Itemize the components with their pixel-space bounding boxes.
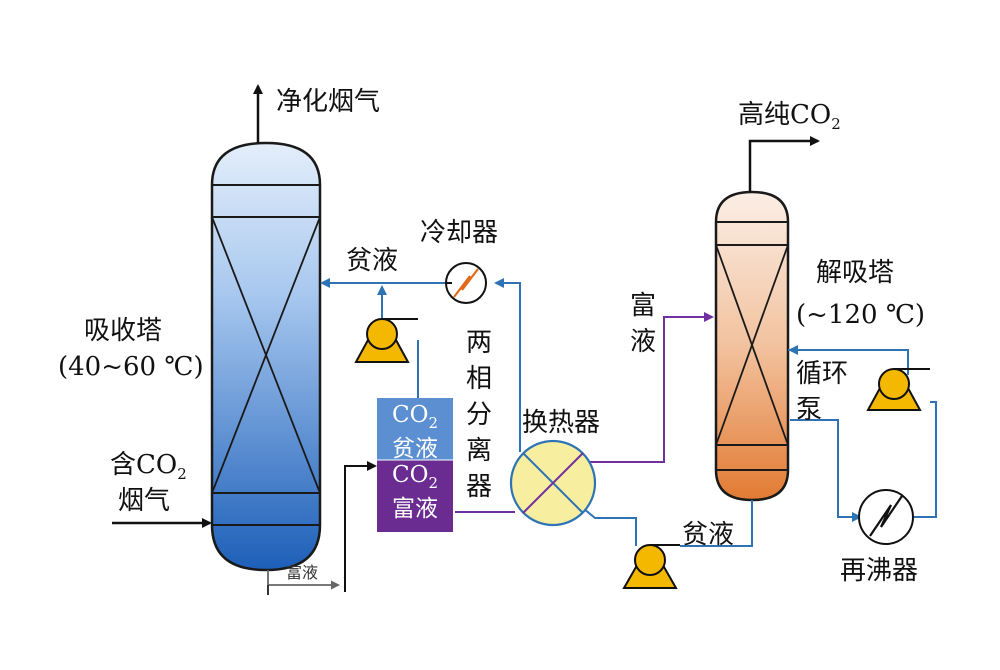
sep-bot-co: CO [391,462,429,488]
rich-liquid-lines [455,312,714,513]
high-purity-text: 高纯CO [738,100,832,130]
two-phase-separator [377,398,453,532]
heat-exchanger [509,439,597,527]
separator-top-label: CO2 贫液 [377,402,453,462]
sep-bottom-co2: CO2 [377,462,453,496]
pump-lean-bottom [622,544,680,589]
sep-bottom-liquid: 富液 [392,496,438,522]
feed-to-separator [344,461,377,592]
pump-lean-top [354,318,418,363]
inlet-gas-text: 含CO [110,450,178,480]
label-separator: 两相分离器 [465,328,492,502]
cooler [445,262,487,304]
sep-top-liquid: 贫液 [392,436,438,462]
circ-pump-text: 循环泵 [796,359,849,425]
high-purity-subscript: 2 [831,115,841,133]
pump-circulation [866,368,930,411]
label-lean-top: 贫液 [346,246,399,276]
label-inlet-gas-2: 烟气 [118,486,171,516]
label-high-purity: 高纯CO2 [738,100,841,139]
desorber-column [714,190,790,502]
label-rich-bottom: 富液 [286,563,319,582]
lean-liquid-lines [320,278,937,547]
label-inlet-gas: 含CO2 [110,450,187,489]
label-reboiler: 再沸器 [840,556,919,586]
label-lean-bottom: 贫液 [682,520,735,550]
absorber-rich-outlet [267,570,340,595]
label-circ-pump: 循环泵 [796,356,856,428]
reboiler [858,489,914,545]
sep-top-co: CO [391,402,429,428]
label-absorber-temp: (40~60 ℃) [58,352,204,382]
inlet-gas-subscript: 2 [177,465,187,483]
label-cooler: 冷却器 [420,218,499,248]
label-heat-exchanger: 换热器 [522,408,601,438]
absorber-column [210,141,322,572]
separator-bottom-label: CO2 富液 [377,462,453,522]
label-desorber-temp: (~120 ℃) [796,300,926,330]
label-clean-gas: 净化烟气 [276,87,381,117]
sep-top-sub: 2 [428,414,438,432]
label-rich-side: 富液 [629,291,656,357]
sep-bot-sub: 2 [428,474,438,492]
label-absorber: 吸收塔 [84,316,163,346]
sep-top-co2: CO2 [377,402,453,436]
label-desorber: 解吸塔 [816,258,895,288]
high-purity-co2-arrow [748,136,820,192]
